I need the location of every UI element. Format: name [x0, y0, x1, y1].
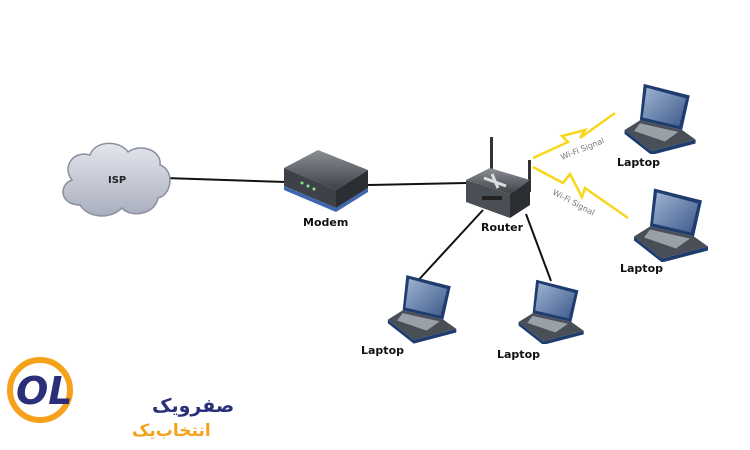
- laptop-label: Laptop: [497, 348, 540, 361]
- wireless-router-icon: [466, 137, 531, 218]
- logo-line2: انتخاب‌یک: [132, 421, 211, 441]
- laptop-wifi-1: Laptop: [617, 83, 696, 169]
- laptop-icon: [634, 188, 708, 262]
- cloud-icon: [62, 142, 171, 217]
- modem-icon: [284, 150, 368, 212]
- wired-links: [164, 177, 552, 287]
- laptop-wired-1: Laptop: [361, 275, 457, 357]
- router-label: Router: [481, 221, 524, 234]
- wifi-signal-2: Wi-Fi Signal: [532, 165, 629, 220]
- isp-label: ISP: [108, 175, 126, 186]
- modem-label: Modem: [303, 216, 348, 229]
- brand-logo: OL صفرویک انتخاب‌یک: [7, 357, 234, 441]
- link-modem-router: [367, 182, 467, 186]
- lightning-icon: [532, 165, 629, 220]
- laptop-icon: [387, 275, 457, 344]
- logo-line1: صفرویک: [152, 395, 234, 417]
- laptop-label: Laptop: [620, 262, 663, 275]
- laptop-icon: [518, 279, 584, 344]
- link-router-laptop-2: [525, 213, 552, 282]
- logo-mark: OL: [16, 369, 73, 413]
- link-isp-modem: [164, 177, 287, 183]
- wifi-signal-1: Wi-Fi Signal: [532, 111, 616, 162]
- lightning-icon: [532, 111, 616, 160]
- link-router-laptop-1: [412, 209, 484, 287]
- laptop-icon: [624, 83, 696, 154]
- laptop-wired-2: Laptop: [497, 279, 584, 361]
- laptop-label: Laptop: [617, 156, 660, 169]
- router: Router: [466, 137, 531, 234]
- isp-cloud: ISP: [62, 142, 171, 217]
- laptop-label: Laptop: [361, 344, 404, 357]
- modem: Modem: [284, 150, 368, 229]
- laptop-wifi-2: Laptop: [620, 188, 708, 275]
